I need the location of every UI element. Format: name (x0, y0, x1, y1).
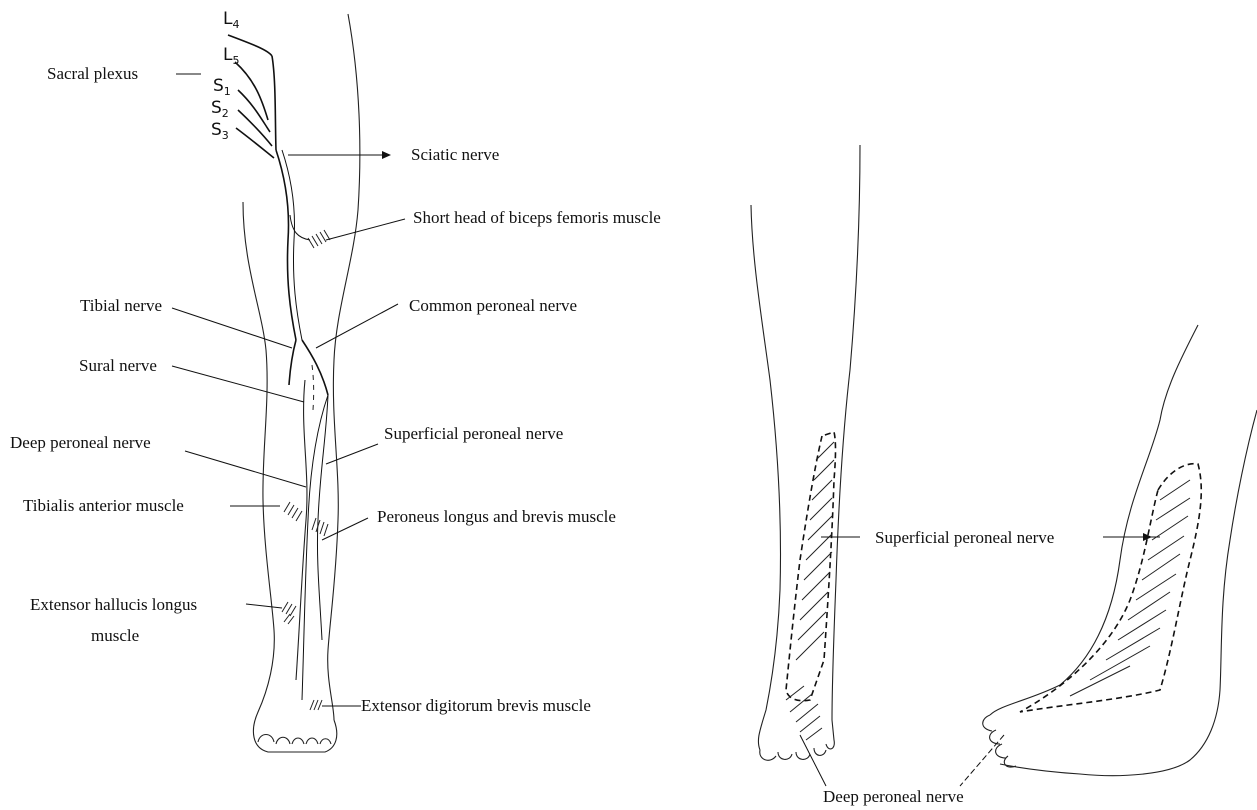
biceps-branch (290, 215, 310, 240)
label-sacral-plexus: Sacral plexus (47, 64, 138, 83)
right-leg-outline-front (990, 325, 1198, 715)
leader-superficial-peroneal (326, 444, 378, 464)
label-deep-peroneal-bottom: Deep peroneal nerve (823, 787, 964, 806)
right-foot-toes (983, 715, 1016, 767)
leader-deep-peroneal-middle (800, 735, 826, 786)
left-foot-toes (258, 735, 331, 745)
left-leg-outline-lateral (243, 202, 337, 752)
label-deep-peroneal: Deep peroneal nerve (10, 433, 151, 452)
label-extensor-digitorum: Extensor digitorum brevis muscle (361, 696, 591, 715)
extensor-hallucis-hatch (282, 602, 296, 624)
arrow-sciatic-nerve (382, 151, 391, 159)
tibial-nerve (289, 340, 296, 385)
root-label-s2: S2 (211, 98, 229, 120)
leader-peroneus (322, 518, 368, 540)
label-peroneus: Peroneus longus and brevis muscle (377, 507, 616, 526)
sciatic-nerve-trunk (276, 150, 296, 340)
left-leg-outline-medial (328, 14, 360, 720)
leader-deep-peroneal-right (960, 735, 1004, 786)
leader-short-head-biceps (326, 219, 405, 240)
leader-common-peroneal (316, 304, 398, 348)
label-sciatic-nerve: Sciatic nerve (411, 145, 499, 164)
label-superficial-peroneal: Superficial peroneal nerve (384, 424, 563, 443)
superficial-peroneal-nerve (317, 395, 328, 640)
middle-foot-toes (760, 720, 835, 760)
root-label-l4: L4 (223, 9, 239, 31)
extensor-digitorum-hatch (310, 700, 322, 710)
middle-leg-outline-right (832, 145, 860, 720)
right-superficial-region-outline (1020, 464, 1201, 712)
root-label-s1: S1 (213, 76, 231, 98)
lumbar-trunk (272, 56, 276, 150)
label-extensor-hallucis-2: muscle (91, 626, 139, 645)
root-s3-nerve (236, 128, 274, 158)
right-leg-figure (983, 325, 1257, 776)
leader-extensor-hallucis (246, 604, 282, 608)
sural-nerve-dotted (312, 365, 314, 410)
label-extensor-hallucis-1: Extensor hallucis longus (30, 595, 197, 614)
leader-sural-nerve (172, 366, 304, 402)
middle-superficial-region-outline (786, 432, 836, 701)
label-superficial-peroneal-right: Superficial peroneal nerve (875, 528, 1054, 547)
middle-superficial-region-hatch (796, 442, 834, 660)
label-tibial-nerve: Tibial nerve (80, 296, 162, 315)
label-common-peroneal: Common peroneal nerve (409, 296, 577, 315)
middle-leg-figure (751, 145, 860, 760)
root-l4-nerve (228, 35, 272, 56)
label-tibialis-anterior: Tibialis anterior muscle (23, 496, 184, 515)
leader-deep-peroneal (185, 451, 306, 487)
middle-deep-region-hatch (786, 686, 822, 740)
left-leg-figure (228, 14, 360, 752)
left-leg-inner-line (296, 380, 307, 680)
biceps-hatch (308, 230, 330, 248)
leader-tibial-nerve (172, 308, 292, 348)
root-label-s3: S3 (211, 120, 229, 142)
root-label-l5: L5 (223, 45, 239, 67)
label-sural-nerve: Sural nerve (79, 356, 157, 375)
tibialis-anterior-hatch (284, 502, 302, 521)
right-leg-outline-back (1000, 410, 1257, 776)
peroneus-hatch (312, 518, 328, 536)
label-short-head-biceps: Short head of biceps femoris muscle (413, 208, 661, 227)
middle-leg-outline-left (751, 205, 781, 750)
common-peroneal-nerve (302, 340, 328, 395)
